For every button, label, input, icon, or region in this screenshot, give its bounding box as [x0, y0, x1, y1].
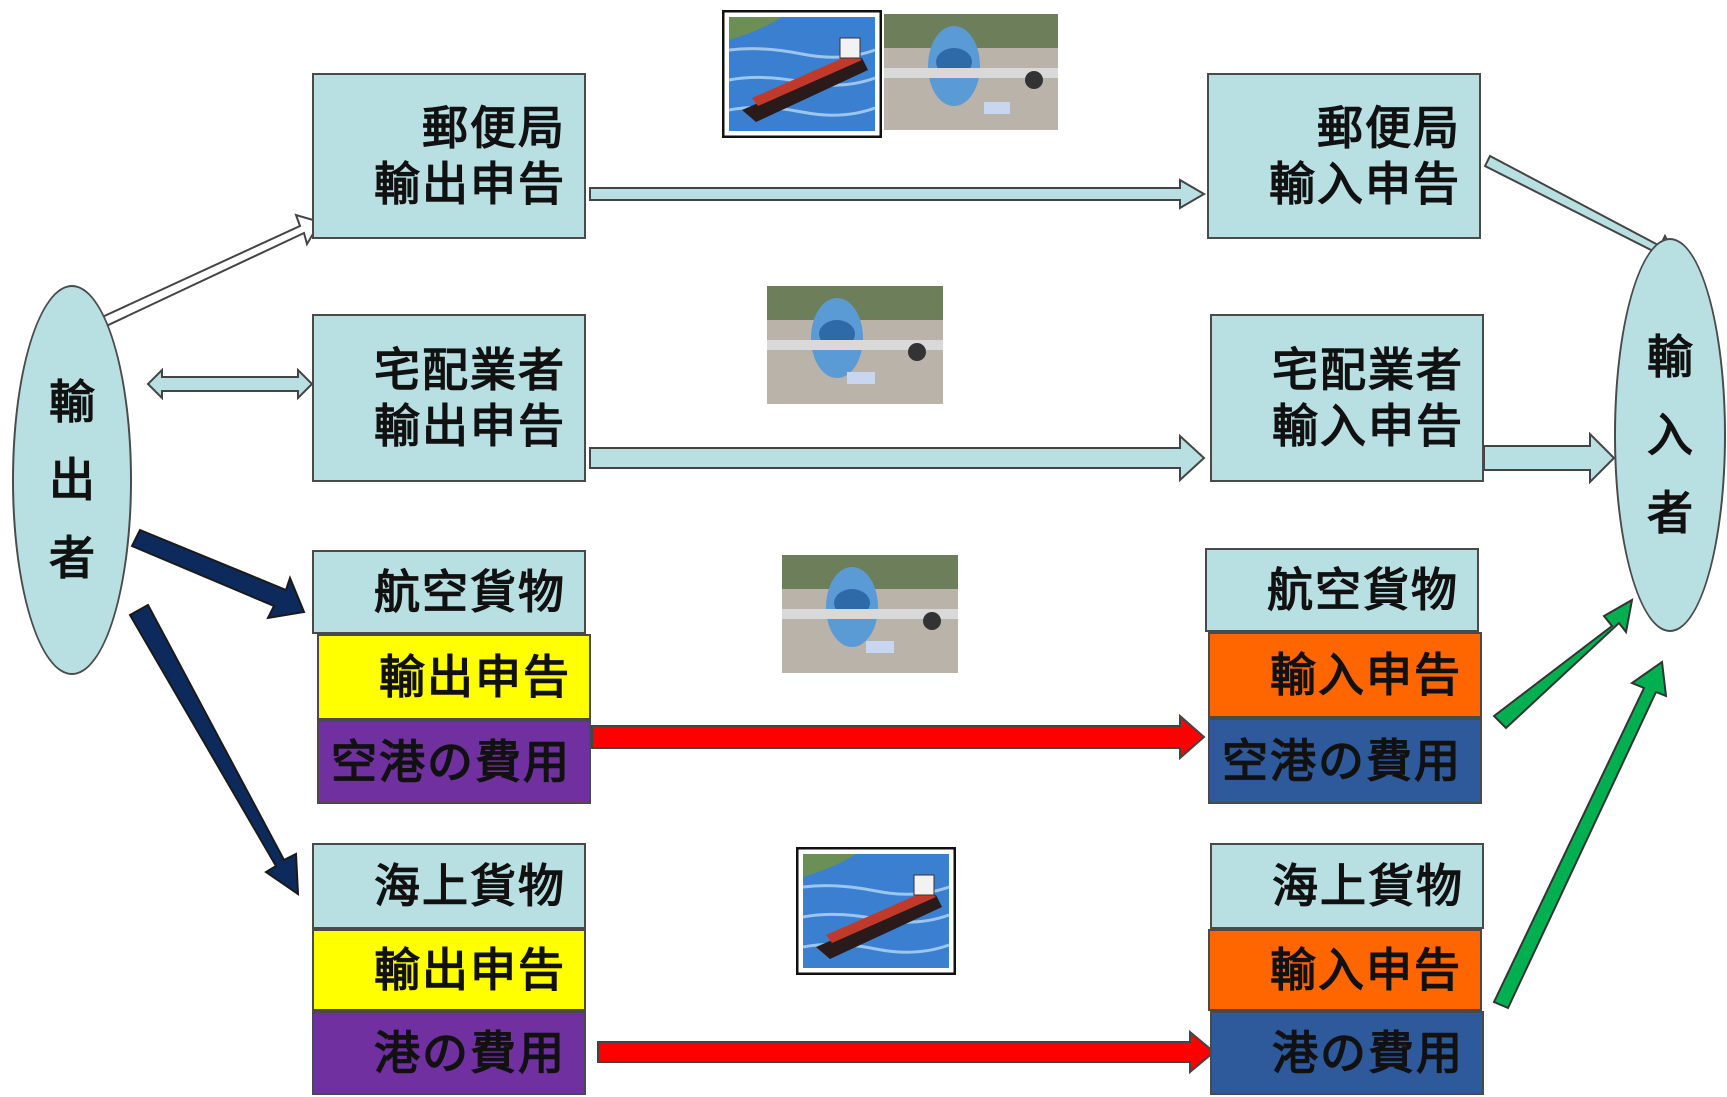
sea-export-cost: 港の費用	[312, 1011, 586, 1095]
sea-export-header: 海上貨物	[312, 843, 586, 929]
sea-import-header-text: 海上貨物	[1272, 859, 1464, 913]
importer-char-3: 者	[1647, 486, 1693, 540]
arrow-sea-shipment	[597, 1029, 1216, 1075]
air-import-declaration-text: 輸入申告	[1270, 648, 1462, 702]
double-arrow-exporter-courier	[146, 367, 314, 401]
sea-import-header: 海上貨物	[1210, 843, 1484, 929]
importer-char-2: 入	[1647, 408, 1693, 462]
sea-import-declaration: 輸入申告	[1208, 929, 1482, 1011]
arrow-post-to-importer	[1483, 154, 1680, 263]
exporter-oval: 輸 出 者	[12, 285, 132, 675]
air-export-cost: 空港の費用	[317, 720, 591, 804]
courier-import-line1: 宅配業者	[1272, 343, 1464, 397]
air-import-header-text: 航空貨物	[1267, 563, 1459, 617]
sea-export-declaration-text: 輸出申告	[374, 943, 566, 997]
arrow-exporter-to-post	[98, 213, 322, 329]
post-import-line1: 郵便局	[1317, 101, 1461, 155]
importer-char-1: 輸	[1647, 330, 1693, 384]
sea-export-header-text: 海上貨物	[374, 859, 566, 913]
exporter-char-2: 出	[49, 453, 95, 507]
sea-import-cost: 港の費用	[1210, 1011, 1484, 1095]
arrow-sea-to-importer	[1492, 660, 1668, 1010]
post-export-line2: 輸出申告	[374, 157, 566, 211]
exporter-char-3: 者	[49, 531, 95, 585]
courier-import-line2: 輸入申告	[1272, 399, 1464, 453]
arrow-air-shipment	[591, 713, 1206, 761]
airplane-photo-courier	[767, 286, 943, 404]
post-import-line2: 輸入申告	[1269, 157, 1461, 211]
sea-import-cost-text: 港の費用	[1272, 1026, 1464, 1080]
airplane-photo-top	[884, 14, 1058, 130]
post-import-box: 郵便局 輸入申告	[1207, 73, 1481, 239]
importer-oval: 輸 入 者	[1614, 238, 1726, 632]
arrow-exporter-to-sea	[128, 603, 300, 896]
arrow-exporter-to-air	[130, 528, 306, 620]
sea-import-declaration-text: 輸入申告	[1270, 943, 1462, 997]
air-import-cost-text: 空港の費用	[1222, 734, 1462, 788]
courier-export-line2: 輸出申告	[374, 399, 566, 453]
air-export-header: 航空貨物	[312, 550, 586, 634]
exporter-char-1: 輸	[49, 375, 95, 429]
courier-export-box: 宅配業者 輸出申告	[312, 314, 586, 482]
post-export-line1: 郵便局	[422, 101, 566, 155]
courier-export-line1: 宅配業者	[374, 343, 566, 397]
courier-import-box: 宅配業者 輸入申告	[1210, 314, 1484, 482]
air-import-cost: 空港の費用	[1208, 718, 1482, 804]
air-export-cost-text: 空港の費用	[331, 735, 571, 789]
air-import-header: 航空貨物	[1205, 548, 1479, 632]
sea-export-cost-text: 港の費用	[374, 1026, 566, 1080]
airplane-photo-air	[782, 555, 958, 673]
arrow-courier-shipment	[589, 433, 1206, 483]
air-export-declaration-text: 輸出申告	[379, 650, 571, 704]
arrow-courier-to-importer	[1483, 431, 1616, 485]
post-export-box: 郵便局 輸出申告	[312, 73, 586, 239]
ship-illustration	[722, 10, 882, 138]
air-import-declaration: 輸入申告	[1208, 632, 1482, 718]
sea-export-declaration: 輸出申告	[312, 929, 586, 1011]
air-export-header-text: 航空貨物	[374, 565, 566, 619]
arrow-post-shipment	[589, 178, 1206, 210]
arrow-air-to-importer	[1492, 598, 1634, 730]
ship-illustration-sea	[796, 847, 956, 975]
air-export-declaration: 輸出申告	[317, 634, 591, 720]
